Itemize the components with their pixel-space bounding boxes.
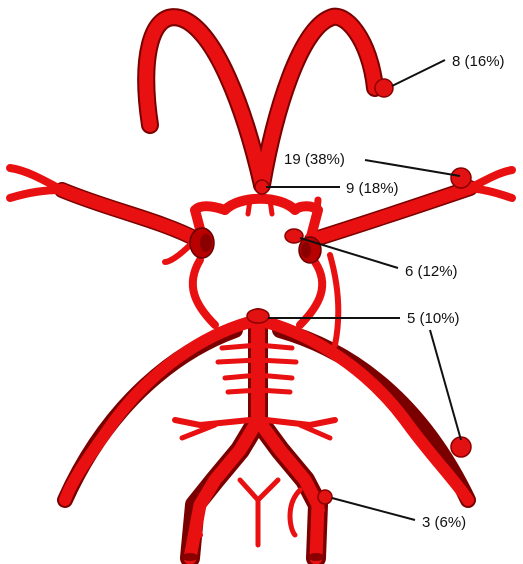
right-mca-fork-lower — [470, 188, 512, 198]
pontine-branch-l4 — [228, 390, 258, 392]
pontine-branch-r1 — [258, 345, 292, 348]
label-mca-bifurcation: 19 (38%) — [284, 151, 345, 168]
aneurysm-basilar-tip — [247, 309, 269, 323]
aneurysm-pica — [318, 490, 332, 504]
right-vertebral-cut-end — [308, 553, 324, 561]
vessel-outlines — [62, 17, 470, 558]
pontine-branch-l2 — [218, 360, 258, 362]
left-posterior-communicating-artery — [193, 260, 215, 325]
left-ica-cut-lumen — [200, 234, 212, 252]
leader-acom-pcom — [392, 60, 445, 86]
label-pica: 3 (6%) — [422, 514, 466, 531]
pontine-branch-l3 — [225, 375, 258, 378]
right-ica-cut-lumen — [301, 242, 311, 258]
aneurysm-acom-pcom — [375, 79, 393, 97]
aneurysm-ica-terminus — [285, 229, 303, 243]
right-posterior-branch — [330, 255, 338, 345]
pontine-branch-r3 — [258, 375, 292, 378]
aneurysm-mca — [451, 168, 471, 188]
left-middle-cerebral-artery — [62, 190, 198, 240]
left-anterior-cerebral-artery — [146, 17, 262, 185]
left-mca-fork-lower — [10, 190, 62, 198]
label-acom-pcom: 8 (16%) — [452, 53, 505, 70]
label-acom: 9 (18%) — [346, 180, 399, 197]
right-pica-loop — [290, 490, 300, 535]
leader-pica — [332, 498, 415, 520]
right-ica-stub — [316, 200, 318, 220]
acom-branch-left — [248, 200, 250, 214]
anterior-spinal-right — [258, 480, 278, 500]
label-ica-terminus: 6 (12%) — [405, 263, 458, 280]
pontine-branch-r4 — [258, 390, 290, 392]
acom-branch-right — [270, 200, 272, 214]
left-mca-branch — [165, 245, 190, 262]
anterior-spinal-left — [240, 480, 258, 545]
label-basilar-tip: 5 (10%) — [407, 310, 460, 327]
pontine-branch-r2 — [258, 360, 296, 362]
leader-posterior-cerebral — [430, 330, 461, 440]
right-posterior-communicating-artery — [300, 262, 322, 325]
left-vertebral-cut-end — [182, 553, 198, 561]
labels: 8 (16%) 19 (38%) 9 (18%) 6 (12%) 5 (10%)… — [284, 53, 505, 531]
anterior-communicating-artery — [225, 199, 295, 210]
pontine-branch-l1 — [222, 345, 258, 348]
leader-mca — [365, 160, 460, 176]
